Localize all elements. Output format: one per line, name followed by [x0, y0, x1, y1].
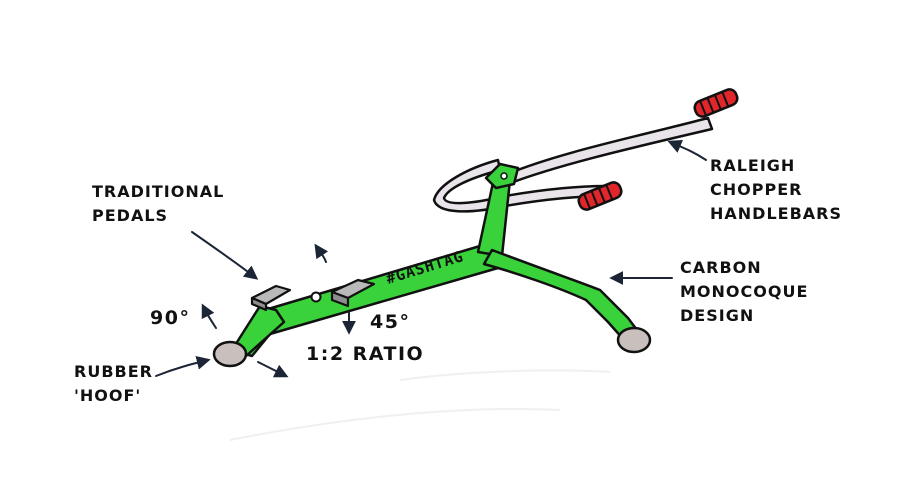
rubber-hooves: [212, 326, 652, 368]
label-rubber-hoof: Rubber 'Hoof': [74, 360, 153, 408]
hoof-front: [212, 340, 248, 368]
label-frame-line-3: Design: [680, 306, 755, 325]
label-ratio: 1:2 Ratio: [306, 343, 425, 365]
label-frame-line-2: Monocoque: [680, 282, 809, 301]
handlebar-upper-arm: [503, 116, 714, 186]
arrow-pedals: [191, 231, 259, 280]
label-traditional-pedals: Traditional Pedals: [92, 180, 224, 228]
label-handlebars-line-1: Raleigh: [710, 156, 796, 175]
stem-bolt: [500, 172, 508, 180]
arrow-90-up: [201, 303, 217, 329]
faint-background-sketch: [229, 369, 611, 441]
frame-head-tube: [476, 176, 512, 258]
grip-bottom: [577, 181, 623, 211]
label-hoof-line-2: 'Hoof': [74, 386, 142, 405]
arrow-45-up: [314, 243, 329, 263]
arrow-90-down: [257, 361, 289, 378]
pedal-right-body: [330, 290, 350, 308]
label-frame-line-1: Carbon: [680, 258, 762, 277]
raleigh-chopper-handlebars: [432, 88, 739, 213]
label-carbon-monocoque-design: Carbon Monocoque Design: [680, 256, 808, 328]
label-pedals-line-2: Pedals: [92, 206, 169, 225]
pedal-left-body: [250, 296, 268, 312]
arrow-hoof: [155, 355, 211, 377]
annotation-arrows: [155, 139, 707, 378]
crank-axle: [310, 291, 322, 303]
label-angle-90: 90°: [150, 307, 191, 329]
label-handlebars-line-3: Handlebars: [710, 204, 842, 223]
label-angle-45: 45°: [370, 311, 411, 333]
grip-top: [693, 88, 739, 118]
label-raleigh-chopper-handlebars: Raleigh Chopper Handlebars: [710, 154, 842, 226]
arrow-handlebars: [667, 139, 707, 161]
label-handlebars-line-2: Chopper: [710, 180, 803, 199]
label-pedals-line-1: Traditional: [92, 182, 225, 201]
hoof-rear: [616, 326, 652, 354]
label-hoof-line-1: Rubber: [74, 362, 153, 381]
frame-rear-leg: [482, 248, 642, 342]
traditional-pedals: [250, 278, 376, 312]
